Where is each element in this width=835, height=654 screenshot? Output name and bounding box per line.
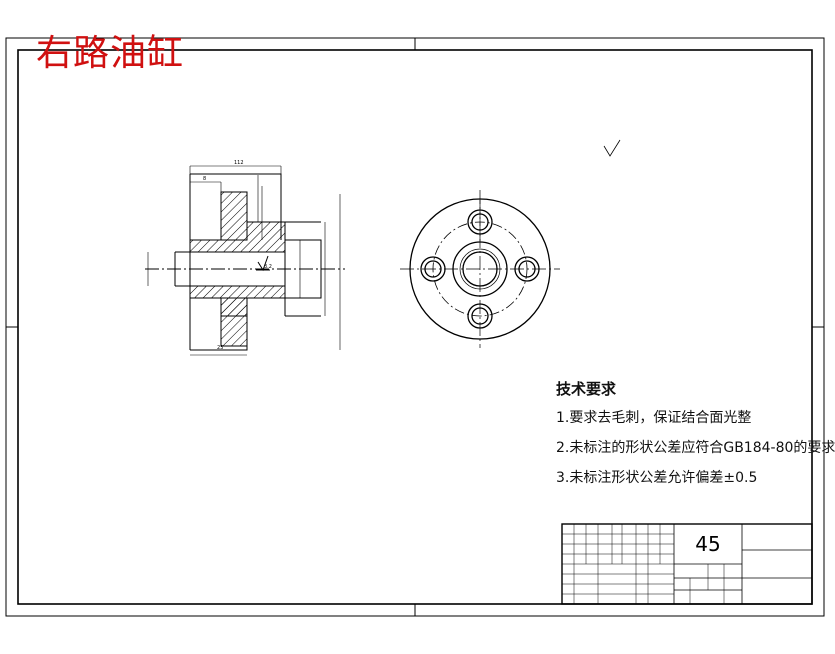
inner-frame xyxy=(17,49,813,605)
technical-requirements: 技术要求 1.要求去毛刺，保证结合面光整 2.未标注的形状公差应符合GB184-… xyxy=(556,378,835,497)
end-view xyxy=(400,190,560,348)
section-hatching xyxy=(189,191,286,347)
svg-text:112: 112 xyxy=(234,160,244,166)
section-view xyxy=(145,165,345,356)
material-label: 45 xyxy=(695,532,720,556)
svg-text:3.2: 3.2 xyxy=(264,264,272,270)
outer-border xyxy=(5,37,825,617)
requirement-item-1: 1.要求去毛刺，保证结合面光整 xyxy=(556,410,752,426)
drawing-title: 右路油缸 xyxy=(36,33,185,74)
svg-text:23: 23 xyxy=(217,345,223,351)
svg-text:8: 8 xyxy=(203,176,206,182)
requirement-item-3: 3.未标注形状公差允许偏差±0.5 xyxy=(556,470,758,486)
roughness-symbol xyxy=(603,139,621,157)
centering-marks xyxy=(6,38,824,616)
title-block xyxy=(561,523,813,605)
section-dimension-labels: 112 8 23 3.2 xyxy=(203,160,272,351)
requirement-item-2: 2.未标注的形状公差应符合GB184-80的要求 xyxy=(556,440,835,456)
technical-requirements-heading: 技术要求 xyxy=(556,380,617,398)
